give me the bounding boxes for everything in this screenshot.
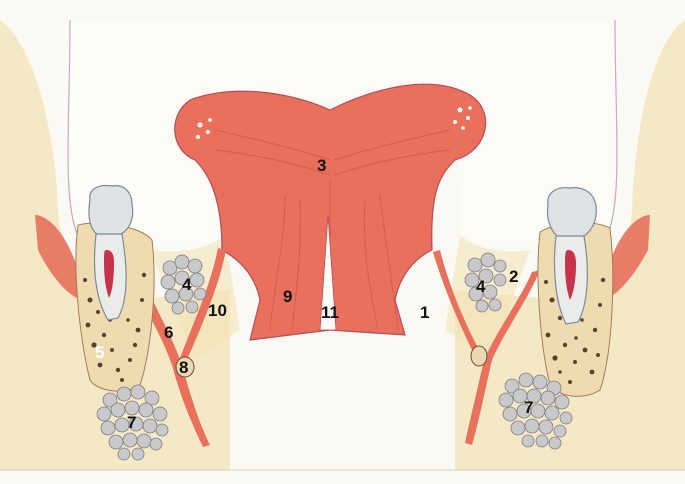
label-8: 8: [179, 358, 188, 377]
label-7-right: 7: [524, 398, 533, 417]
bone-region-right: [455, 20, 685, 470]
left-tooth-crown: [88, 184, 134, 236]
label-10: 10: [208, 301, 227, 320]
central-cleft: [319, 214, 337, 331]
label-2: 2: [509, 267, 518, 286]
label-6: 6: [164, 323, 173, 342]
label-11: 11: [321, 303, 339, 322]
cavity-outline: [67, 19, 618, 237]
label-4-left: 4: [182, 275, 192, 294]
label-1: 1: [420, 303, 429, 322]
right-bone-trabeculae: [544, 277, 606, 384]
right-descending-band: [465, 270, 540, 445]
left-bone-trabeculae: [83, 272, 147, 382]
label-4-right: 4: [476, 277, 486, 296]
left-node: [175, 356, 195, 378]
left-upper-gland: [160, 254, 207, 315]
muscle-pores: [196, 106, 472, 139]
left-tooth-pulp: [104, 250, 114, 298]
oral-cavity: [69, 20, 616, 248]
label-7-left: 7: [127, 413, 136, 432]
label-9: 9: [283, 287, 292, 306]
right-oblique-band: [433, 250, 482, 358]
left-cheek-muscle: [35, 215, 85, 300]
right-tooth-pulp: [565, 250, 576, 300]
muscle-fibers: [214, 129, 451, 333]
left-lower-gland: [96, 384, 169, 461]
right-upper-gland: [464, 252, 507, 313]
label-5: 5: [95, 343, 104, 362]
right-tooth-crown: [546, 187, 597, 239]
left-oblique-band: [180, 248, 226, 362]
right-node: [470, 345, 488, 367]
label-3: 3: [317, 156, 326, 175]
right-lower-gland: [498, 372, 573, 450]
